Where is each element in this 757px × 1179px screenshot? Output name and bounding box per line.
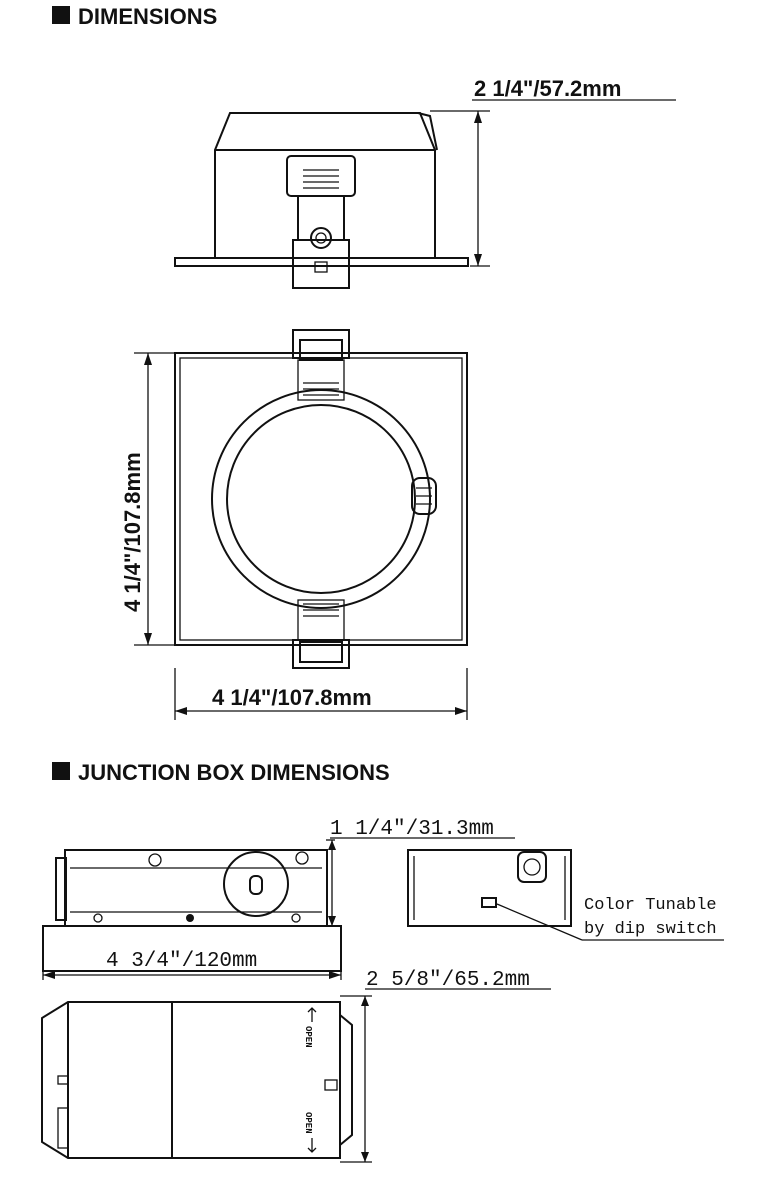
section-title-junction: JUNCTION BOX DIMENSIONS	[78, 760, 390, 785]
section-title-dimensions: DIMENSIONS	[78, 4, 217, 29]
note-line-1: Color Tunable	[584, 896, 717, 915]
note-line-2: by dip switch	[584, 920, 717, 939]
fixture-top-view	[174, 329, 468, 669]
side-dimension	[134, 352, 175, 646]
side-label: 4 1/4"/107.8mm	[120, 452, 145, 612]
width-label: 4 1/4"/107.8mm	[212, 685, 372, 710]
jb-width-label: 2 5/8"/65.2mm	[366, 969, 530, 992]
jb-length-dimension	[42, 971, 342, 980]
jb-width-dimension	[340, 988, 551, 1163]
jb-length-label: 4 3/4"/120mm	[106, 950, 257, 973]
jb-height-dimension	[326, 837, 515, 927]
open-label-bottom: OPEN	[303, 1112, 313, 1134]
fixture-side-view	[174, 112, 469, 289]
junction-box-end-view	[407, 849, 583, 941]
height-dimension	[430, 99, 676, 267]
width-dimension	[174, 668, 468, 720]
height-label: 2 1/4"/57.2mm	[474, 76, 621, 101]
junction-box-top-view	[41, 1001, 353, 1159]
section-bullet	[52, 762, 70, 780]
section-bullet	[52, 6, 70, 24]
jb-height-label: 1 1/4"/31.3mm	[330, 818, 494, 841]
open-label-top: OPEN	[303, 1026, 313, 1048]
junction-box-side-view	[42, 849, 342, 972]
